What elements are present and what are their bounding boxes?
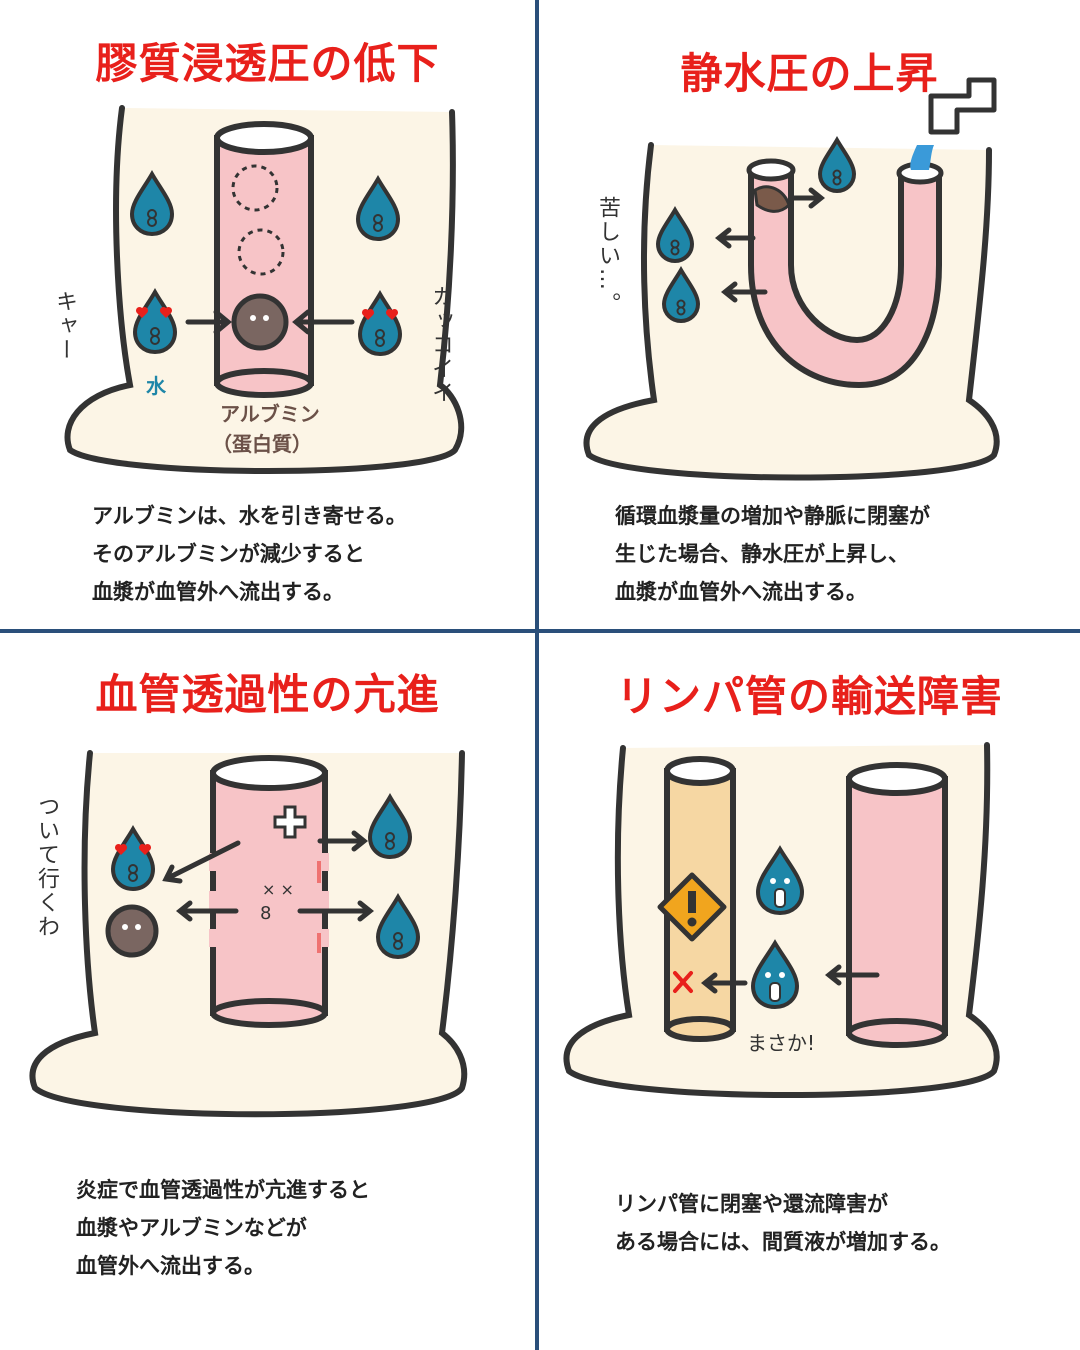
panel-title: 血管透過性の亢進 — [95, 670, 440, 719]
lymph-illustration — [563, 742, 1000, 1098]
panel-title: リンパ管の輸送障害 — [615, 672, 1003, 721]
outflow-arrows — [714, 187, 826, 303]
panel-title: 静水圧の上昇 — [680, 49, 939, 98]
exclaim-follow: ついて行くわ — [34, 795, 59, 939]
vertical-divider — [535, 0, 539, 1350]
exclaim-no-way: まさか! — [747, 1031, 816, 1055]
svg-text:8: 8 — [260, 903, 271, 924]
blood-vessel — [846, 762, 948, 1048]
panel-title: 膠質浸透圧の低下 — [95, 39, 440, 88]
leak-arrows — [162, 830, 375, 922]
panel-oncotic-pressure: 膠質浸透圧の低下 — [0, 0, 535, 629]
blood-vessel — [214, 121, 314, 398]
water-drop-heart — [111, 827, 155, 891]
faucet-icon — [910, 77, 997, 170]
horizontal-divider — [0, 629, 1080, 633]
svg-text:× ×: × × — [262, 880, 294, 899]
label-albumin: アルブミン — [220, 402, 320, 426]
water-drop-heart-left — [133, 290, 177, 354]
leaky-vessel: × × 8 — [209, 755, 329, 1028]
panel-caption: 循環血漿量の増加や静脈に閉塞が 生じた場合、静水圧が上昇し、 血漿が血管外へ流出… — [615, 504, 930, 604]
panel-caption: リンパ管に閉塞や還流障害が ある場合には、間質液が増加する。 — [615, 1192, 951, 1254]
label-water: 水 — [146, 374, 166, 398]
label-protein: （蛋白質） — [212, 432, 312, 456]
warning-icon — [657, 872, 727, 942]
flow-arrows — [700, 964, 880, 994]
exclaim-left: キャー — [52, 290, 77, 362]
panel-vascular-permeability: 血管透過性の亢進 × × 8 — [0, 633, 535, 1350]
panel-caption: アルブミンは、水を引き寄せる。 そのアルブミンが減少すると 血漿が血管外へ流出す… — [92, 504, 407, 604]
albumin-molecule — [231, 293, 289, 351]
attraction-arrows — [185, 309, 355, 335]
u-shaped-vessel — [746, 158, 944, 388]
hydrostatic-illustration — [583, 77, 1000, 481]
permeability-illustration: × × 8 — [29, 750, 468, 1118]
exclaim-suffering: 苦しい…。 — [595, 196, 620, 316]
oncotic-illustration — [64, 105, 465, 474]
exclaim-right: カッコイイ — [428, 285, 453, 405]
albumin-molecule — [105, 904, 159, 958]
panel-caption: 炎症で血管透過性が亢進すると 血漿やアルブミンなどが 血管外へ流出する。 — [76, 1178, 370, 1278]
panel-lymphatic-obstruction: リンパ管の輸送障害 — [539, 633, 1080, 1350]
panel-hydrostatic-pressure: 静水圧の上昇 — [539, 0, 1080, 629]
blocked-x-icon — [673, 971, 693, 993]
water-drop-heart-right — [358, 292, 402, 356]
